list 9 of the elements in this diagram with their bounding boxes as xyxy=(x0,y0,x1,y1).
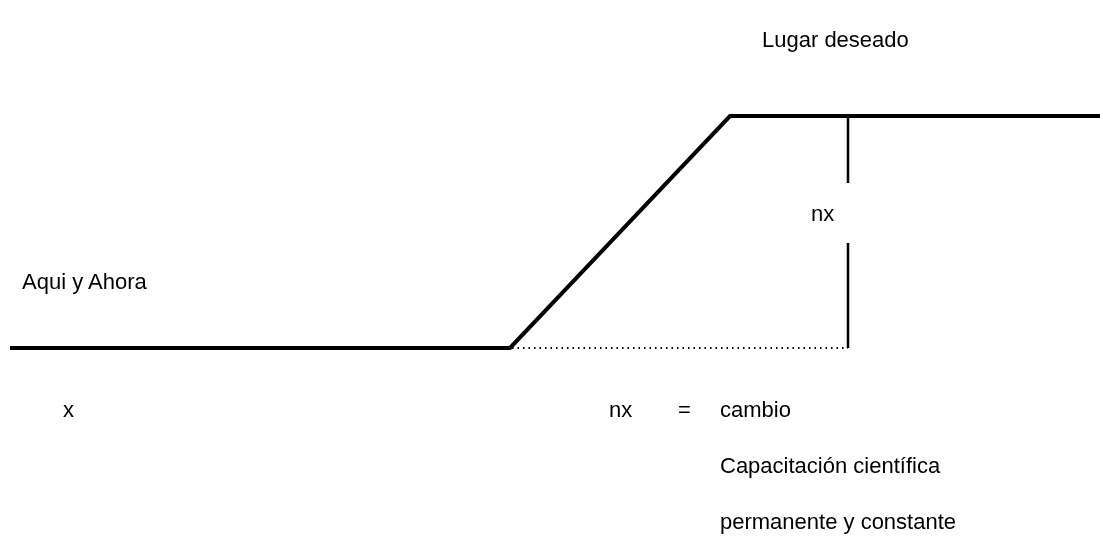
note-text: Capacitación científica xyxy=(720,453,941,479)
note-text: permanente y constante xyxy=(720,509,957,535)
place-label: Aqui y Ahora xyxy=(22,269,147,295)
dimension-label: nx xyxy=(811,201,835,227)
equals-sign: = xyxy=(678,397,691,423)
variable-label: nx xyxy=(609,397,633,423)
variable-label: x xyxy=(63,397,74,423)
place-label: Lugar deseado xyxy=(762,27,909,53)
note-text: cambio xyxy=(720,397,791,423)
